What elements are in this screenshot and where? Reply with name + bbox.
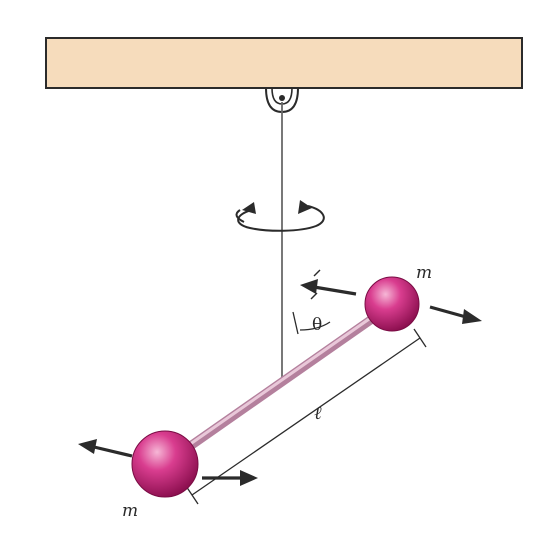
length-label: ℓ xyxy=(314,403,322,424)
force-arrows xyxy=(78,279,482,486)
mass-bottom xyxy=(131,430,199,498)
angle-arc xyxy=(292,311,331,335)
mass-top xyxy=(364,276,420,332)
mass-bottom-label: m xyxy=(122,501,138,521)
angle-label: θ xyxy=(312,315,322,335)
rod xyxy=(161,300,397,468)
tick-marks xyxy=(310,269,321,300)
mass-top-label: m xyxy=(416,263,432,283)
length-dimension xyxy=(185,328,427,505)
rotation-arrow-icon xyxy=(235,200,325,232)
ceiling-beam xyxy=(45,37,523,89)
